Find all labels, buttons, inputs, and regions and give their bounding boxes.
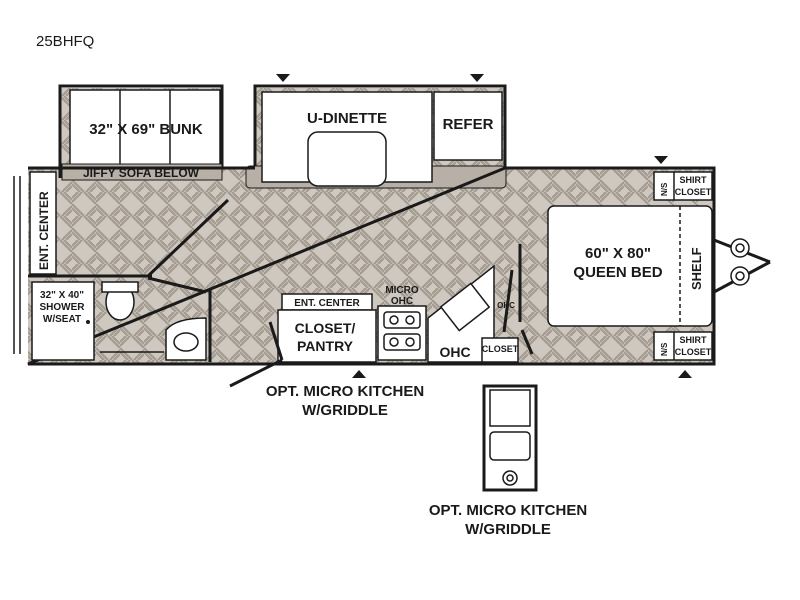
exterior-walls (13, 166, 716, 366)
shirt-closet-top-label-2: CLOSET (675, 187, 712, 197)
ohc-big-label: OHC (439, 344, 470, 360)
model-name: 25BHFQ (36, 33, 94, 50)
shower-label-3: W/SEAT (43, 314, 81, 325)
queen-bed-label-2: QUEEN BED (573, 264, 662, 281)
closet-small-label: CLOSET (482, 344, 519, 354)
opt-kitchen-detail (482, 384, 538, 492)
micro-label-1: MICRO (385, 285, 419, 296)
opt-micro-kitchen-label-1a: OPT. MICRO KITCHEN (266, 383, 424, 400)
micro-label-2: OHC (391, 296, 413, 307)
ns-bottom-label: N/S (660, 342, 669, 356)
shirt-closet-bottom-label-1: SHIRT (680, 335, 708, 345)
hitch (713, 238, 771, 294)
ent-center-left-label: ENT. CENTER (37, 191, 51, 270)
bunk-slideout (58, 84, 224, 181)
ent-center-left (29, 171, 57, 275)
shower-label-2: SHOWER (40, 302, 86, 313)
shirt-closet-top-label-1: SHIRT (680, 175, 708, 185)
marker-arrows (276, 74, 692, 378)
bedroom (547, 171, 713, 361)
shower-label-1: 32" X 40" (40, 290, 84, 301)
ns-top-label: N/S (660, 182, 669, 196)
jiffy-sofa-label: JIFFY SOFA BELOW (83, 166, 200, 180)
ent-center-mid-label: ENT. CENTER (294, 298, 360, 309)
closet-pantry-label-2: PANTRY (297, 338, 354, 354)
kitchen-area (268, 244, 534, 363)
opt-micro-kitchen-label-1b: W/GRIDDLE (302, 402, 388, 419)
refer-label: REFER (443, 116, 494, 133)
queen-bed-label-1: 60" X 80" (585, 245, 651, 262)
bunk-label: 32" X 69" BUNK (89, 121, 203, 138)
u-dinette-label: U-DINETTE (307, 110, 387, 127)
shirt-closet-bottom-label-2: CLOSET (675, 347, 712, 357)
shelf-label: SHELF (689, 247, 704, 290)
bathroom (28, 198, 230, 362)
ohc-small-label: OHC (497, 301, 515, 310)
closet-pantry-label-1: CLOSET/ (295, 320, 356, 336)
opt-micro-kitchen-label-2b: W/GRIDDLE (465, 521, 551, 538)
entry-door-line (229, 358, 283, 388)
dinette-slideout (245, 84, 507, 189)
opt-micro-kitchen-label-2a: OPT. MICRO KITCHEN (429, 502, 587, 519)
